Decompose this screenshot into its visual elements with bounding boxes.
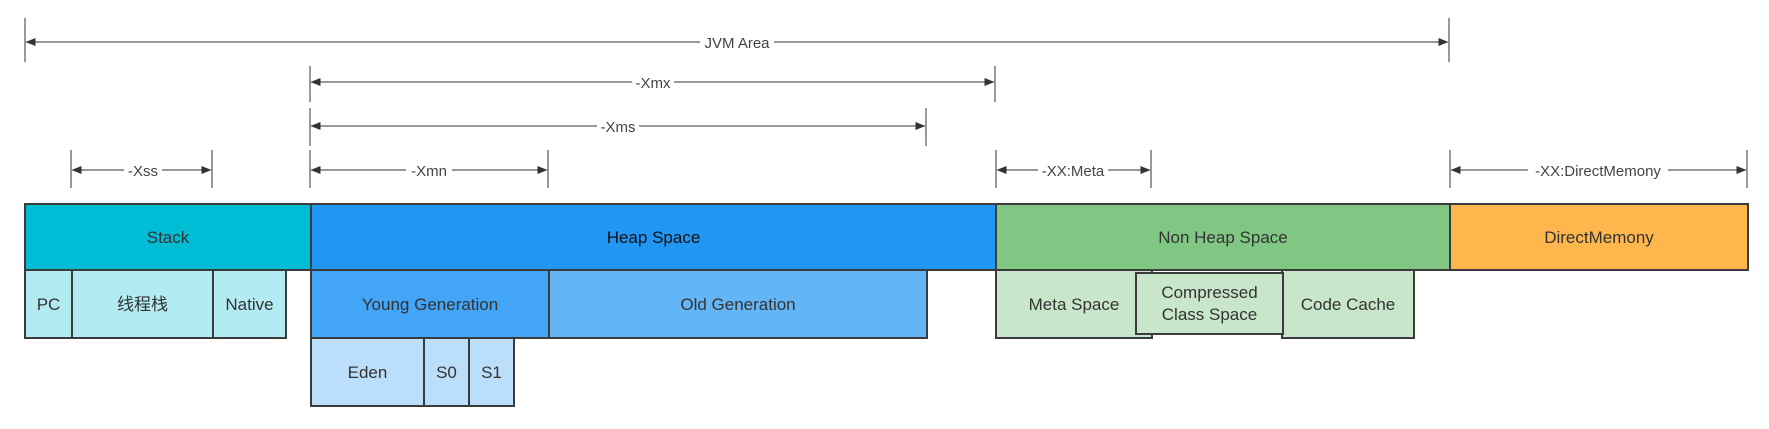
old-generation-label: Old Generation bbox=[680, 294, 796, 314]
non-heap-space-label: Non Heap Space bbox=[1158, 227, 1288, 247]
native-label: Native bbox=[225, 294, 274, 314]
young-generation-label: Young Generation bbox=[361, 294, 499, 314]
direct-memory-box: DirectMemony bbox=[1449, 203, 1749, 271]
non-heap-space-box: Non Heap Space bbox=[995, 203, 1451, 271]
dim-xmx: -Xmx bbox=[309, 66, 996, 102]
dim-xms: -Xms bbox=[309, 108, 927, 146]
s0-label: S0 bbox=[436, 362, 457, 382]
pc-label: PC bbox=[36, 294, 61, 314]
s1-box: S1 bbox=[468, 337, 515, 407]
heap-space-label: Heap Space bbox=[606, 227, 701, 247]
s0-box: S0 bbox=[423, 337, 470, 407]
old-generation-box: Old Generation bbox=[548, 269, 928, 339]
compressed-class-space-label-line2: Class Space bbox=[1161, 304, 1258, 324]
dim-xx-meta-label: -XX:Meta bbox=[1042, 163, 1105, 180]
dim-xx-meta: -XX:Meta bbox=[995, 150, 1152, 188]
direct-memory-label: DirectMemony bbox=[1544, 227, 1654, 247]
dim-jvm-area: JVM Area bbox=[24, 18, 1450, 62]
dim-xmn-label: -Xmn bbox=[411, 163, 447, 180]
heap-space-box: Heap Space bbox=[310, 203, 997, 271]
dim-xmx-label: -Xmx bbox=[636, 75, 671, 92]
s1-label: S1 bbox=[481, 362, 502, 382]
thread-stack-label: 线程栈 bbox=[117, 294, 168, 314]
compressed-class-space-box: Compressed Class Space bbox=[1135, 272, 1284, 335]
compressed-class-space-label-line1: Compressed bbox=[1161, 282, 1258, 302]
pc-box: PC bbox=[24, 269, 73, 339]
dim-xx-direct-memory-label: -XX:DirectMemony bbox=[1535, 163, 1661, 180]
dim-xx-direct-memory: -XX:DirectMemony bbox=[1449, 150, 1748, 188]
code-cache-box: Code Cache bbox=[1281, 269, 1415, 339]
dim-jvm-area-label: JVM Area bbox=[704, 35, 770, 52]
meta-space-label: Meta Space bbox=[1028, 294, 1120, 314]
code-cache-label: Code Cache bbox=[1300, 294, 1396, 314]
meta-space-box: Meta Space bbox=[995, 269, 1153, 339]
young-generation-box: Young Generation bbox=[310, 269, 550, 339]
dim-xmn: -Xmn bbox=[309, 150, 549, 188]
eden-label: Eden bbox=[347, 362, 388, 382]
stack-box: Stack bbox=[24, 203, 312, 271]
dim-xss-label: -Xss bbox=[128, 163, 158, 180]
dim-xms-label: -Xms bbox=[601, 119, 636, 136]
stack-label: Stack bbox=[146, 227, 190, 247]
thread-stack-box: 线程栈 bbox=[71, 269, 214, 339]
dim-xss: -Xss bbox=[70, 150, 213, 188]
eden-box: Eden bbox=[310, 337, 425, 407]
native-box: Native bbox=[212, 269, 287, 339]
